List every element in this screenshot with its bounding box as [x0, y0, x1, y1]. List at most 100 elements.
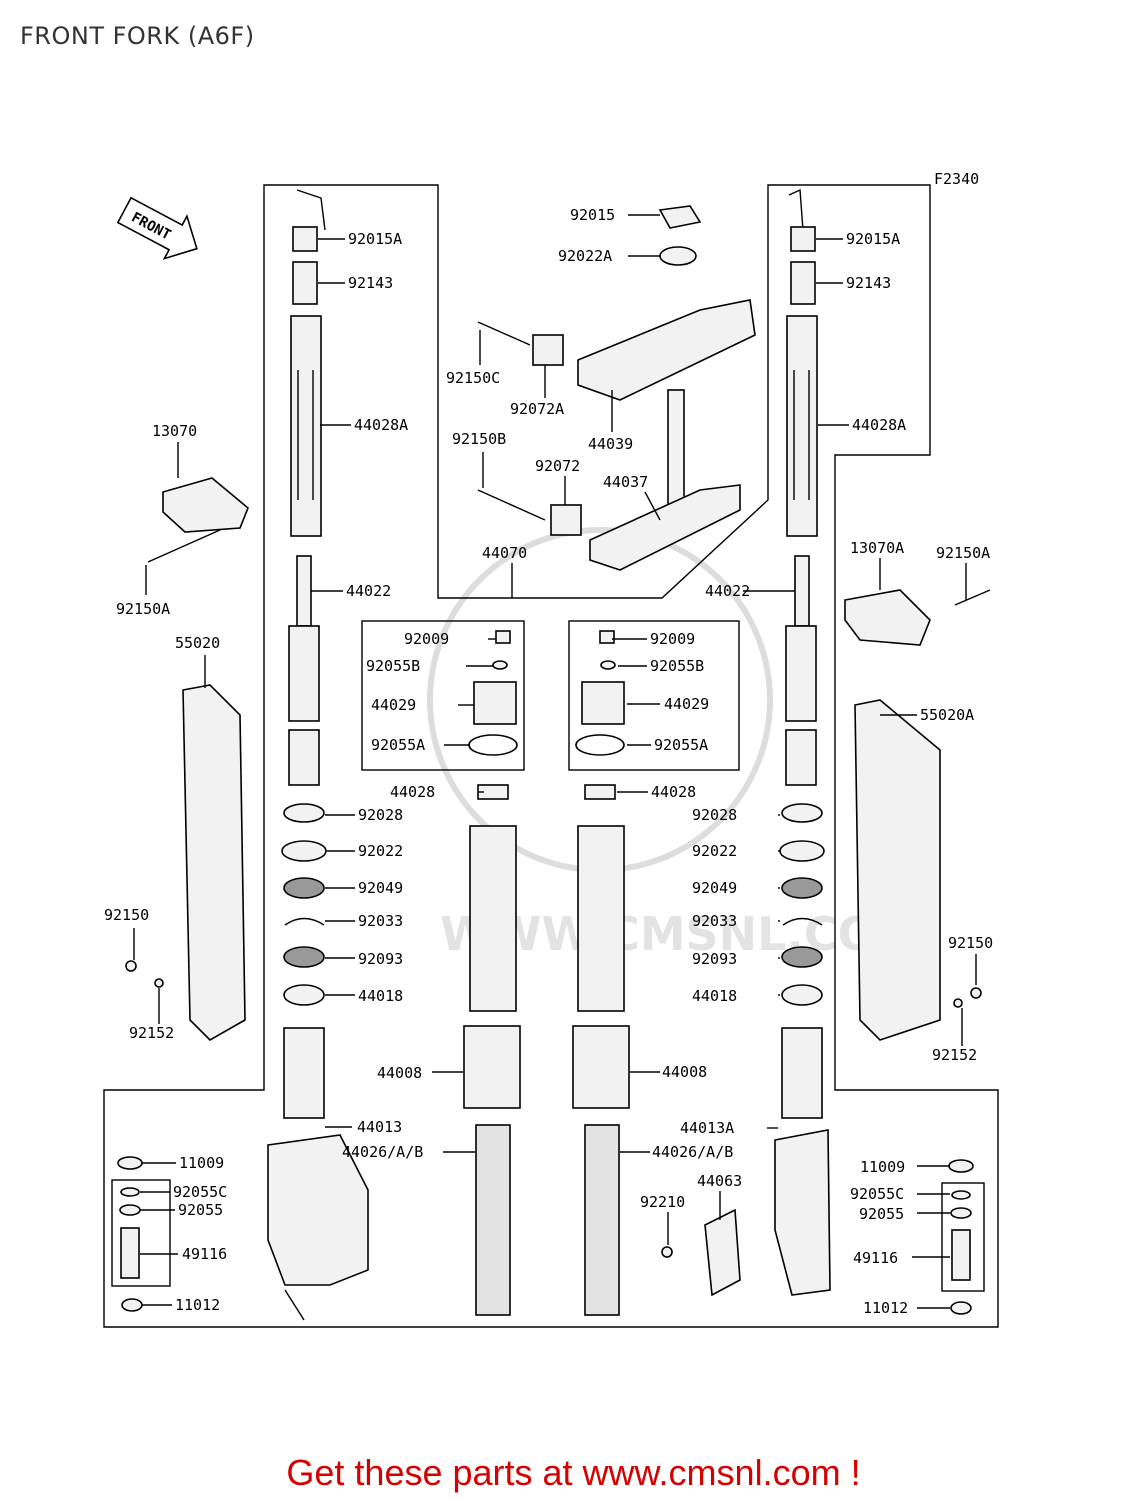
part-number-label: 92015 [570, 206, 615, 224]
part-92072 [550, 504, 582, 536]
part-number-label: 92150A [936, 544, 990, 562]
part-number-label: 92150 [948, 934, 993, 952]
part-92150B [477, 489, 546, 521]
part-number-label: 44063 [697, 1172, 742, 1190]
part-number-label: 92033 [692, 912, 737, 930]
part-92150-right [970, 987, 982, 999]
outline-left [103, 184, 999, 1328]
part-13070A [844, 589, 931, 646]
part-number-label: 92150C [446, 369, 500, 387]
part-number-label: 11012 [175, 1296, 220, 1314]
part-92015 [658, 205, 702, 229]
part-92033-right [782, 917, 823, 926]
part-44029-right [581, 681, 625, 725]
part-92152-left [154, 978, 164, 988]
part-44028-right [584, 784, 616, 800]
part-number-label: 92022 [692, 842, 737, 860]
part-92055C-left [120, 1187, 140, 1197]
part-number-label: 44013 [357, 1118, 402, 1136]
part-number-label: 92150B [452, 430, 506, 448]
part-92072A [532, 334, 564, 366]
part-number-label: 44070 [482, 544, 527, 562]
part-92028-right [781, 803, 823, 823]
part-44018-left [283, 984, 325, 1006]
part-number-label: 92022 [358, 842, 403, 860]
part-number-label: 11009 [179, 1154, 224, 1172]
part-44018-right [781, 984, 823, 1006]
part-number-label: 92028 [358, 806, 403, 824]
part-44022-left [296, 555, 312, 627]
part-number-label: 92028 [692, 806, 737, 824]
part-92150A-right [954, 589, 991, 606]
part-44008-left [463, 1025, 521, 1109]
part-44037 [589, 484, 741, 571]
footer-link[interactable]: Get these parts at www.cmsnl.com ! [286, 1452, 861, 1493]
part-92022-left [281, 840, 327, 862]
part-number-label: 44022 [705, 582, 750, 600]
part-92022A [659, 246, 697, 266]
part-number-label: 92072 [535, 457, 580, 475]
part-number-label: 92055A [654, 736, 708, 754]
part-number-label: 44026/A/B [342, 1143, 423, 1161]
part-44013A-piston-right [781, 1027, 823, 1119]
part-number-label: 92055A [371, 736, 425, 754]
part-92055B-right [600, 660, 616, 670]
part-44028A-right [786, 315, 818, 537]
part-11009-right [948, 1159, 974, 1173]
part-92210 [661, 1246, 673, 1258]
front-arrow-icon: FRONT [116, 196, 198, 260]
part-number-label: 11009 [860, 1158, 905, 1176]
part-number-label: 92009 [650, 630, 695, 648]
part-44039 [577, 299, 756, 401]
part-92015A-right [790, 226, 816, 252]
part-number-label: 92143 [846, 274, 891, 292]
part-55020A [854, 699, 941, 1041]
part-number-label: 92150 [104, 906, 149, 924]
part-number-label: 92093 [358, 950, 403, 968]
part-number-label: 92055C [850, 1185, 904, 1203]
part-11009-left [117, 1156, 143, 1170]
part-92152-right [953, 998, 963, 1008]
part-number-label: 92022A [558, 247, 612, 265]
part-92009-right [599, 630, 615, 644]
part-number-label: 44008 [377, 1064, 422, 1082]
part-number-label: 44037 [603, 473, 648, 491]
figure-code: F2340 [934, 170, 979, 188]
part-number-label: 49116 [182, 1245, 227, 1263]
part-number-label: 92150A [116, 600, 170, 618]
part-number-label: 44022 [346, 582, 391, 600]
part-number-label: 44029 [664, 695, 709, 713]
part-number-label: 92055B [366, 657, 420, 675]
part-number-label: 44026/A/B [652, 1143, 733, 1161]
part-number-label: 92055C [173, 1183, 227, 1201]
part-44013-piston-left [283, 1027, 325, 1119]
part-55020 [182, 684, 246, 1041]
part-number-label: 49116 [853, 1249, 898, 1267]
part-number-label: 92055 [859, 1205, 904, 1223]
part-number-label: 92152 [129, 1024, 174, 1042]
page-title: FRONT FORK (A6F) [20, 22, 255, 50]
part-44029-left [473, 681, 517, 725]
part-92049-right [781, 877, 823, 899]
part-number-label: 92033 [358, 912, 403, 930]
left-fork-assembly [267, 189, 369, 1321]
part-92093-right [781, 946, 823, 968]
group-box-right [568, 620, 740, 771]
part-92143-right [790, 261, 816, 305]
seal-groups [117, 1156, 974, 1315]
part-number-label: 44008 [662, 1063, 707, 1081]
part-number-label: 55020 [175, 634, 220, 652]
part-number-label: 44013A [680, 1119, 734, 1137]
part-number-label: 92055B [650, 657, 704, 675]
part-92015A-left [292, 226, 318, 252]
part-92033-left [284, 917, 325, 926]
part-92028-left [283, 803, 325, 823]
part-92055A-right [575, 734, 625, 756]
part-92055-right [950, 1207, 972, 1219]
part-49116-right [951, 1229, 971, 1281]
part-44013A-right [774, 1129, 831, 1296]
part-number-label: 44028 [390, 783, 435, 801]
inner-tube-left [469, 825, 517, 1012]
part-number-label: 92049 [692, 879, 737, 897]
group-box-left [361, 620, 525, 771]
